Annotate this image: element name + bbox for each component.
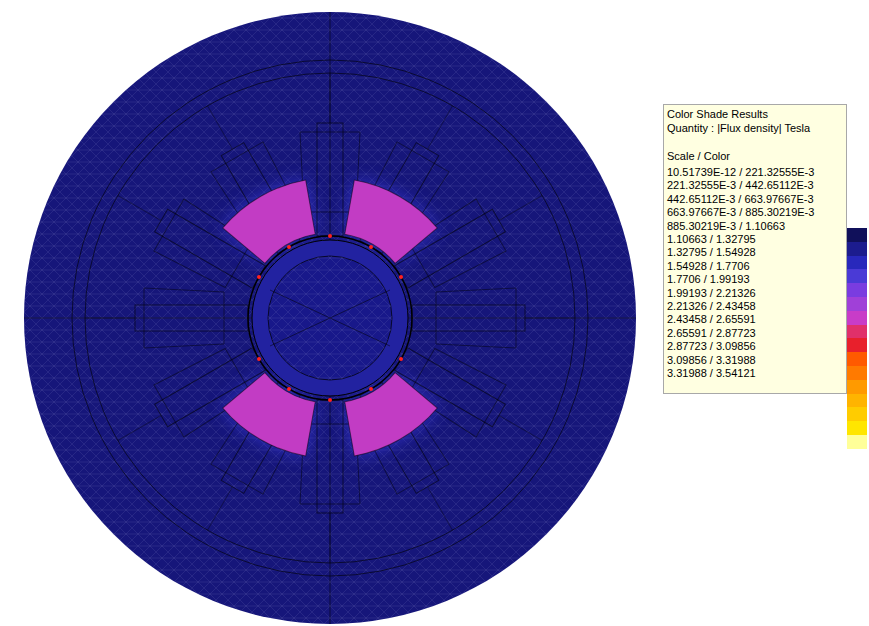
- legend-range: 10.51739E-12 / 221.32555E-3: [667, 166, 814, 179]
- legend-swatch: [847, 269, 867, 283]
- rotor: [252, 240, 408, 396]
- airgap-hotspots: [257, 234, 403, 402]
- legend-range: 663.97667E-3 / 885.30219E-3: [667, 206, 814, 219]
- legend-range: 2.43458 / 2.65591: [667, 313, 756, 326]
- legend-range: 221.32555E-3 / 442.65112E-3: [667, 179, 814, 192]
- legend-range: 3.31988 / 3.54121: [667, 367, 756, 380]
- legend-range: 1.10663 / 1.32795: [667, 233, 756, 246]
- legend-swatch: [847, 435, 867, 449]
- legend-swatch: [847, 311, 867, 325]
- high-flux-regions: [218, 173, 441, 463]
- domain-disc: [24, 12, 636, 624]
- legend-swatch: [847, 421, 867, 435]
- legend-swatch: [847, 394, 867, 408]
- legend-swatch: [847, 407, 867, 421]
- legend-swatch: [847, 380, 867, 394]
- legend-swatch: [847, 338, 867, 352]
- legend-range: 1.7706 / 1.99193: [667, 273, 750, 286]
- legend-swatch: [847, 366, 867, 380]
- legend-range: 885.30219E-3 / 1.10663: [667, 220, 785, 233]
- legend-heading: Quantity : |Flux density| Tesla: [667, 122, 810, 135]
- legend-range: 1.32795 / 1.54928: [667, 246, 756, 259]
- legend-swatch: [847, 297, 867, 311]
- legend-range: 3.09856 / 3.31988: [667, 354, 756, 367]
- legend-swatch: [847, 283, 867, 297]
- legend-range: 2.21326 / 2.43458: [667, 300, 756, 313]
- legend-swatch: [847, 228, 867, 242]
- legend-range: 2.87723 / 3.09856: [667, 340, 756, 353]
- legend-swatch: [847, 256, 867, 270]
- legend-range: 1.99193 / 2.21326: [667, 287, 756, 300]
- legend-heading: Scale / Color: [667, 150, 730, 163]
- stator-teeth: [85, 73, 575, 563]
- legend-range: 1.54928 / 1.7706: [667, 260, 750, 273]
- legend-range: 442.65112E-3 / 663.97667E-3: [667, 193, 814, 206]
- legend-swatch: [847, 325, 867, 339]
- legend-heading: Color Shade Results: [667, 108, 768, 121]
- legend-range: 2.65591 / 2.87723: [667, 327, 756, 340]
- legend-swatch: [847, 352, 867, 366]
- legend-swatch: [847, 242, 867, 256]
